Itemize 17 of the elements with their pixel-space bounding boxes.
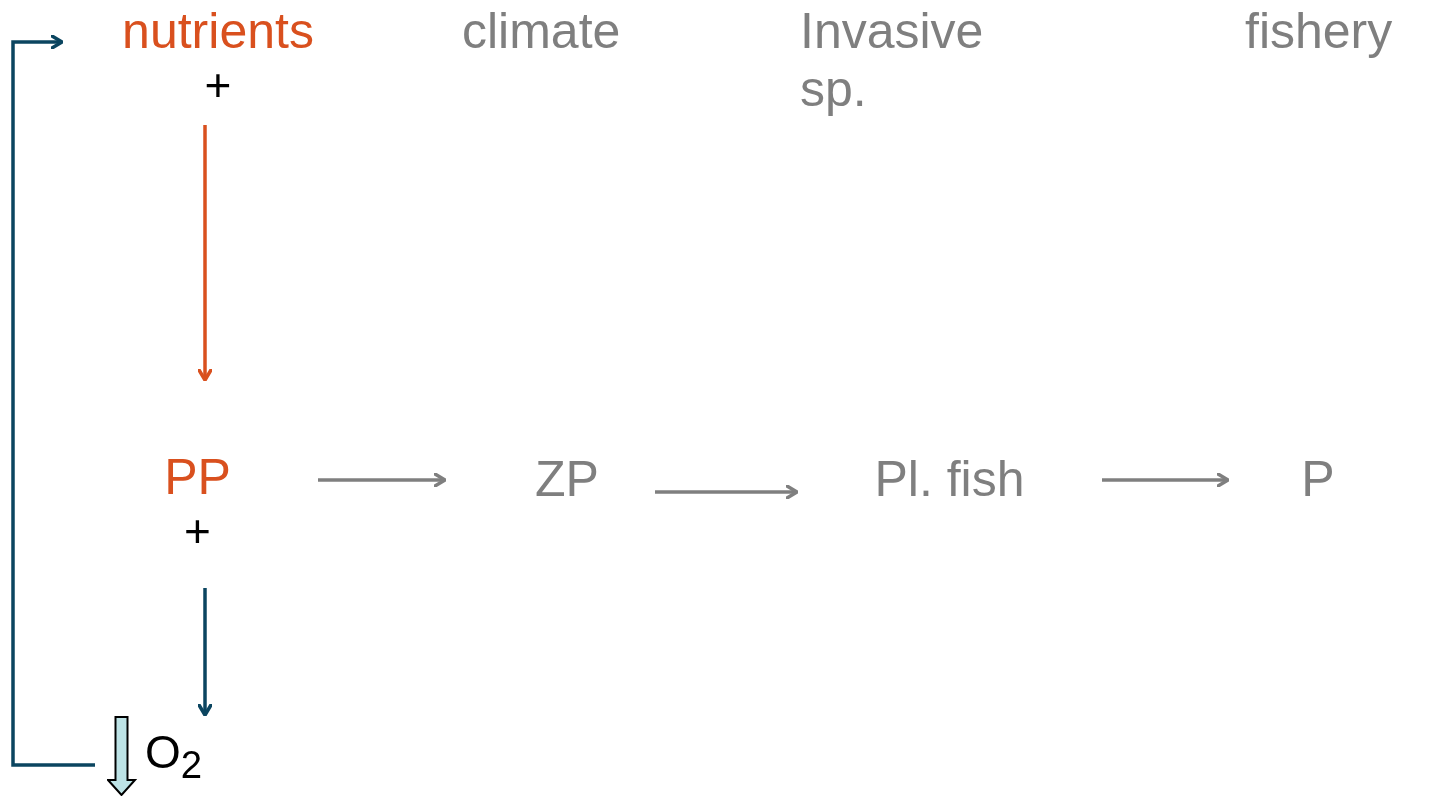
arrow: [318, 472, 447, 488]
node-label: Invasive sp.: [800, 2, 985, 118]
arrow: [11, 34, 95, 767]
node-label: ZP: [535, 450, 599, 508]
node-label: fishery: [1245, 2, 1393, 60]
node-label: nutrients: [122, 2, 314, 60]
node-label: P: [1301, 450, 1335, 508]
plus-sign: +: [203, 60, 233, 110]
node-label: PP: [164, 448, 231, 506]
plus-sign: +: [183, 506, 212, 556]
arrow: [197, 588, 213, 717]
arrow: [655, 484, 799, 500]
arrow: [197, 125, 213, 382]
node-label: climate: [462, 2, 621, 60]
node-label: Pl. fish: [874, 450, 1025, 508]
arrow: [1102, 472, 1230, 488]
node-label: O$_{2}$: [145, 725, 203, 789]
